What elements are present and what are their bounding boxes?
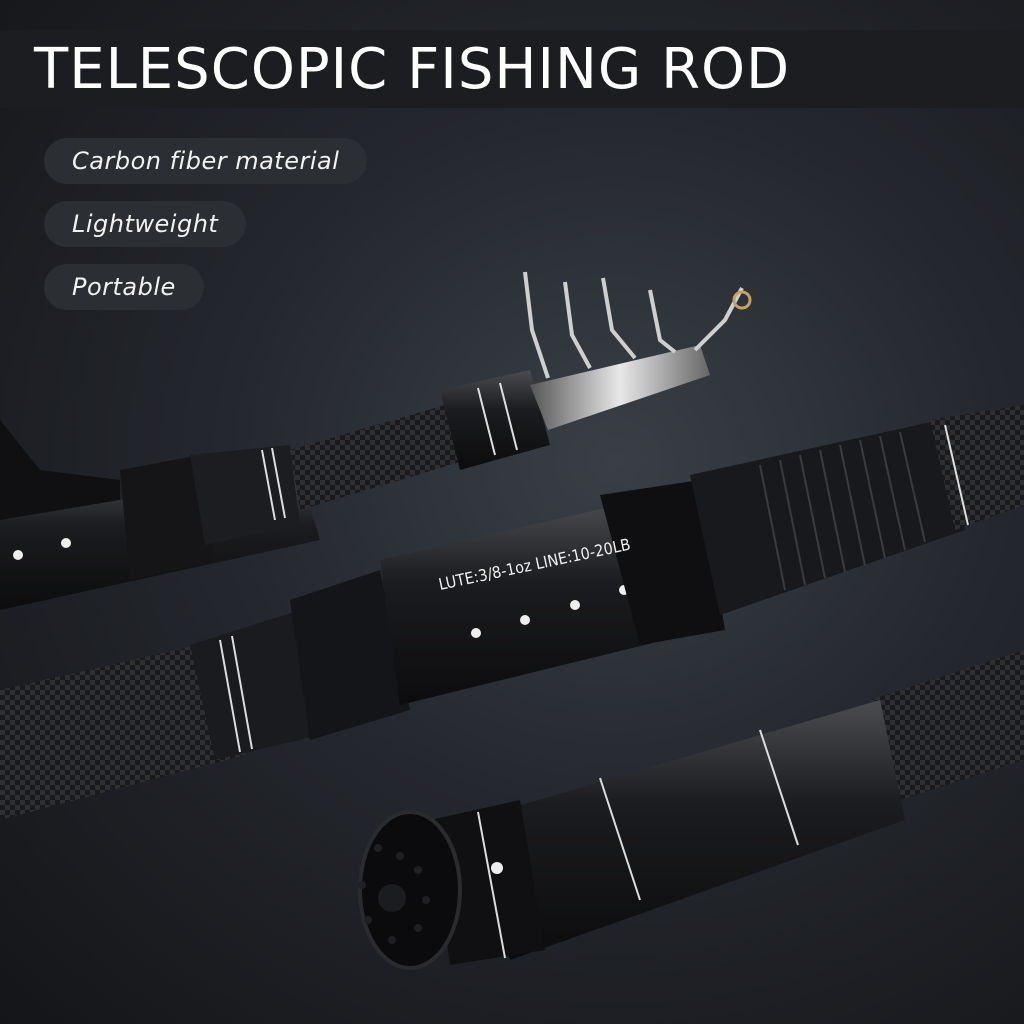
rod-middle-section: LUTE:3/8-1oz LINE:10-20LB xyxy=(0,405,1024,820)
feature-badge-lightweight: Lightweight xyxy=(44,201,247,247)
feature-badge-carbon-fiber: Carbon fiber material xyxy=(44,138,368,184)
rod-butt-section xyxy=(358,650,1024,970)
title-bar xyxy=(0,30,1024,108)
feature-badge-portable: Portable xyxy=(44,264,204,310)
rod-guides xyxy=(523,271,744,379)
rod-tip-section xyxy=(0,271,752,610)
page-title: TELESCOPIC FISHING ROD xyxy=(34,37,791,102)
